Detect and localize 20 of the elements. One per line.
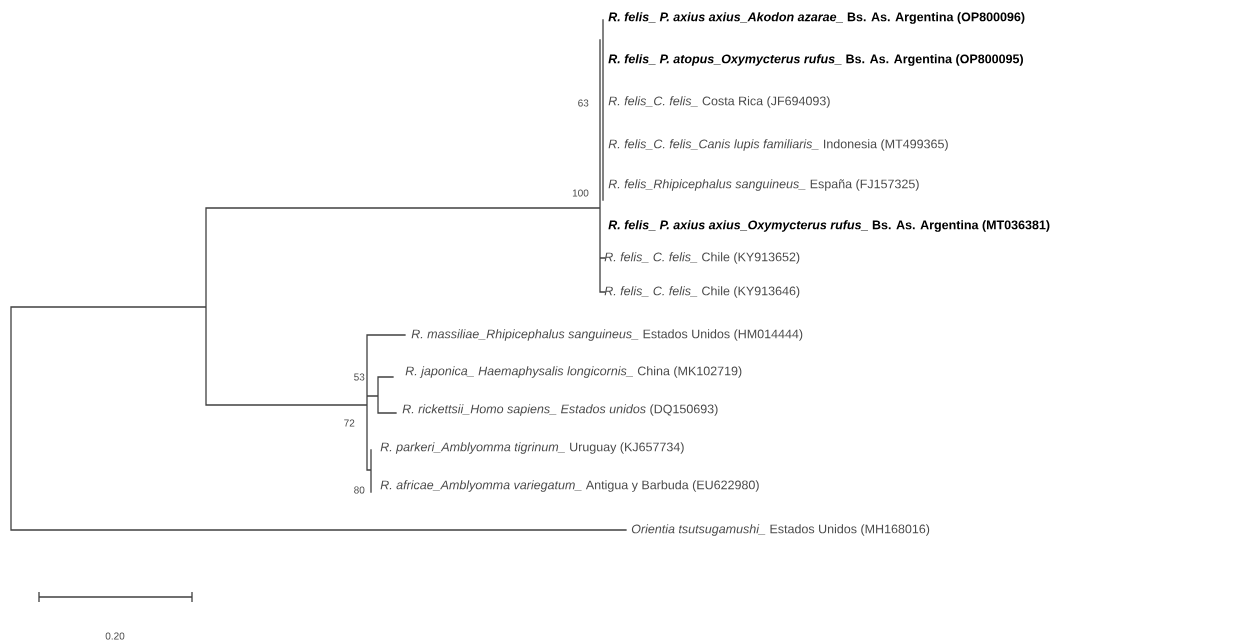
bootstrap-value: 72 [344, 419, 355, 427]
bootstrap-value: 100 [572, 189, 589, 197]
taxon-label: Orientia tsutsugamushi_ Estados Unidos (MH168016) [631, 524, 930, 536]
taxon-label: R. massiliae_Rhipicephalus sanguineus_ Estados Unidos (HM014444) [411, 329, 803, 341]
bootstrap-value: 63 [578, 99, 589, 107]
taxon-label: R. felis_ C. felis_ Chile (KY913646) [604, 286, 800, 298]
taxon-label: R. felis_Rhipicephalus sanguineus_ España (FJ157325) [608, 179, 919, 191]
taxon-label: R. felis_C. felis_ Costa Rica (JF694093) [608, 96, 830, 108]
taxon-label: R. felis_ C. felis_ Chile (KY913652) [604, 252, 800, 264]
taxon-label: R. felis_ P. atopus_Oxymycterus rufus_ Bs. As. Argentina (OP800095) [608, 54, 1023, 66]
taxon-label: R. parkeri_Amblyomma tigrinum_ Uruguay (KJ657734) [380, 442, 684, 454]
taxon-label: R. felis_ P. axius axius_Oxymycterus rufus_ Bs. As. Argentina (MT036381) [608, 220, 1050, 232]
taxon-label: R. felis_C. felis_Canis lupis familiaris_ Indonesia (MT499365) [608, 139, 948, 151]
scale-label: 0.20 [105, 632, 125, 640]
bootstrap-value: 80 [354, 486, 365, 494]
taxon-label: R. felis_ P. axius axius_Akodon azarae_ Bs. As. Argentina (OP800096) [608, 12, 1025, 24]
taxon-label: R. japonica_ Haemaphysalis longicornis_ China (MK102719) [405, 366, 742, 378]
bootstrap-value: 53 [354, 373, 365, 381]
taxon-label: R. rickettsii_Homo sapiens_ Estados unidos (DQ150693) [402, 404, 718, 416]
taxon-label: R. africae_Amblyomma variegatum_ Antigua y Barbuda (EU622980) [380, 480, 759, 492]
